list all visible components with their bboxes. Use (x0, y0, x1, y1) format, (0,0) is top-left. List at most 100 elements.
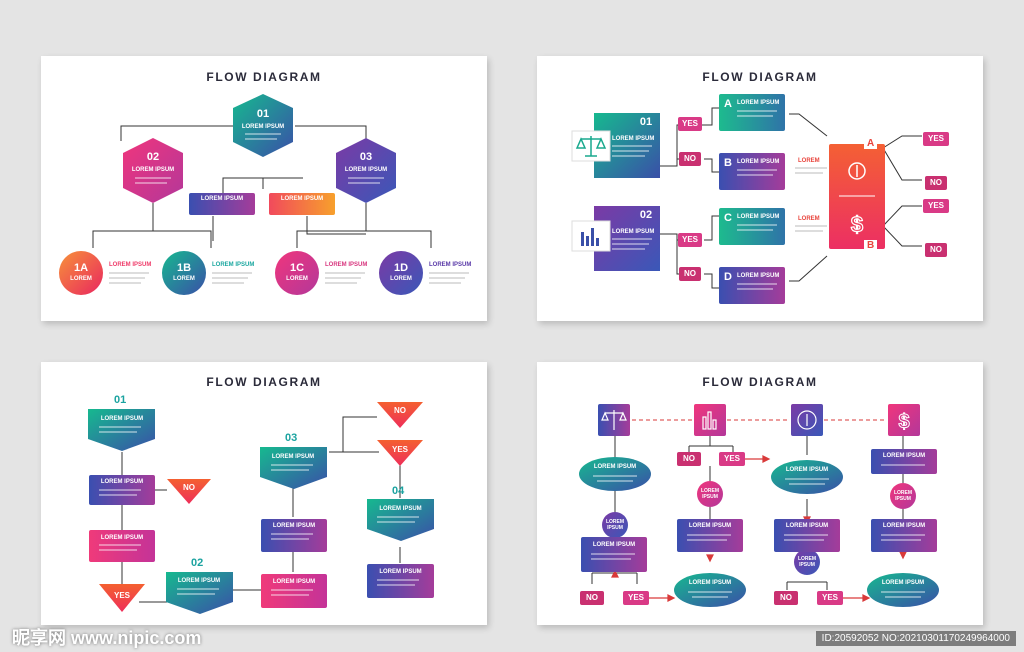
footer-id: ID:20592052 NO:20210301170249964000 (815, 631, 1016, 646)
hex-03-shape (336, 138, 396, 203)
p4-ellipse-1 (579, 457, 651, 491)
bar-right-shape (269, 193, 335, 215)
bar-left-shape (189, 193, 255, 215)
p3-shape-03 (260, 447, 327, 489)
p3-no-label-2: NO (394, 406, 406, 415)
scale-icon-shape (575, 136, 607, 157)
panel-4-title: FLOW DIAGRAM (702, 375, 818, 389)
circle-1b-number: 1B (176, 262, 192, 274)
box-01-label: LOREM IPSUM (612, 136, 655, 142)
yes-label-4: YES (923, 199, 949, 213)
hex-01-shape (233, 94, 293, 157)
svg-text:$: $ (851, 212, 863, 237)
no-label-3: NO (925, 176, 947, 190)
big-card-letter-b: B (864, 240, 878, 251)
p4-ellipse-3 (674, 573, 746, 607)
p3-num-03: 03 (285, 432, 298, 444)
p4-box-1-label: LOREM IPSUM (592, 542, 636, 548)
p4-box-2-label: LOREM IPSUM (688, 523, 732, 529)
p3-label-04: LOREM IPSUM (379, 506, 422, 512)
p3-shape-03b (261, 519, 327, 552)
p4-ellipse-2-label: LOREM IPSUM (785, 467, 829, 473)
panel-3-graphics (88, 402, 434, 614)
panel-4-graphics: $ (579, 404, 939, 607)
option-c-label: LOREM IPSUM (737, 214, 780, 220)
circle-1c-number: 1C (289, 262, 305, 274)
circle-1a-sub: LOREM (70, 276, 92, 282)
chart-icon-shape (581, 228, 599, 246)
p3-no-label: NO (183, 483, 195, 492)
p3-tri-no2 (377, 402, 423, 428)
p4-box-4-label: LOREM IPSUM (882, 453, 926, 459)
p3-label-02c: LOREM IPSUM (177, 578, 221, 584)
p4-circle-4 (890, 483, 916, 509)
p3-label-03: LOREM IPSUM (271, 454, 315, 460)
p4-ellipse-3-label: LOREM IPSUM (688, 580, 732, 586)
p4-circle-3 (794, 549, 820, 575)
p4-yes-1: YES (719, 452, 745, 466)
p3-tri-no (167, 479, 211, 504)
circle-1c-sub: LOREM (286, 276, 308, 282)
option-c-letter: C (724, 212, 732, 224)
hex-01-label: LOREM IPSUM (241, 124, 285, 130)
panel-3: FLOW DIAGRAM (41, 362, 487, 625)
p4-box-3-label: LOREM IPSUM (785, 523, 829, 529)
option-b-shape (719, 153, 785, 190)
option-a-letter: A (724, 98, 732, 110)
no-label-2: NO (679, 267, 701, 281)
p4-ellipse-2 (771, 460, 843, 494)
option-d-shape (719, 267, 785, 304)
p4-circle-2-label: LOREM IPSUM (605, 519, 625, 531)
hex-02-shape (123, 138, 183, 203)
panel-1: FLOW DIAGRAM (41, 56, 487, 321)
p3-shape-02c (166, 572, 233, 614)
circle-1d-side: LOREM IPSUM (429, 262, 472, 268)
yes-label-2: YES (678, 233, 702, 247)
svg-text:$: $ (898, 411, 909, 433)
bar-left-label: LOREM IPSUM (200, 196, 244, 202)
p4-circle-1-label: LOREM IPSUM (700, 488, 720, 500)
p3-num-01: 01 (114, 394, 127, 406)
p3-shape-04 (367, 499, 434, 541)
circle-1d-sub: LOREM (390, 276, 412, 282)
circle-1d-shape (379, 251, 423, 295)
p3-yes-label: YES (113, 591, 130, 600)
p4-no-2: NO (580, 591, 604, 605)
p4-box-4 (871, 449, 937, 474)
panel-4: FLOW DIAGRAM (537, 362, 983, 625)
option-c-shape (719, 208, 785, 245)
p4-ellipse-4 (867, 573, 939, 607)
p4-circle-1 (697, 481, 723, 507)
option-d-letter: D (724, 271, 732, 283)
mid-label-bottom: LOREM (798, 216, 820, 222)
option-a-label: LOREM IPSUM (737, 100, 780, 106)
option-a-shape (719, 94, 785, 131)
circle-1a-side: LOREM IPSUM (109, 262, 152, 268)
hex-02-label: LOREM IPSUM (131, 167, 175, 173)
p4-no-3: NO (774, 591, 798, 605)
p3-shape-bottom-pink (261, 574, 327, 608)
circle-1d-number: 1D (393, 262, 409, 274)
circle-1c-shape (275, 251, 319, 295)
p4-ellipse-4-label: LOREM IPSUM (881, 580, 925, 586)
p3-label-03b: LOREM IPSUM (272, 523, 316, 529)
circle-1a-number: 1A (73, 262, 89, 274)
p4-ellipse-1-label: LOREM IPSUM (593, 464, 637, 470)
p4-circle-3-label: LOREM IPSUM (797, 556, 817, 568)
p3-label-04b: LOREM IPSUM (379, 569, 422, 575)
p3-label-01: LOREM IPSUM (100, 416, 144, 422)
p4-circle-2 (602, 512, 628, 538)
hex-03-number: 03 (359, 151, 373, 163)
option-b-letter: B (724, 157, 732, 169)
p4-tile-dollar (888, 404, 920, 436)
yes-label-3: YES (923, 132, 949, 146)
p3-label-02b: LOREM IPSUM (100, 535, 144, 541)
box-02-number: 02 (639, 209, 653, 221)
hex-01-number: 01 (256, 108, 270, 120)
bar-right-label: LOREM IPSUM (280, 196, 324, 202)
panel-3-title: FLOW DIAGRAM (206, 375, 322, 389)
p4-box-5-label: LOREM IPSUM (882, 523, 926, 529)
hex-02-number: 02 (146, 151, 160, 163)
hex-03-label: LOREM IPSUM (344, 167, 388, 173)
watermark: 昵享网 www.nipic.com (12, 628, 202, 648)
